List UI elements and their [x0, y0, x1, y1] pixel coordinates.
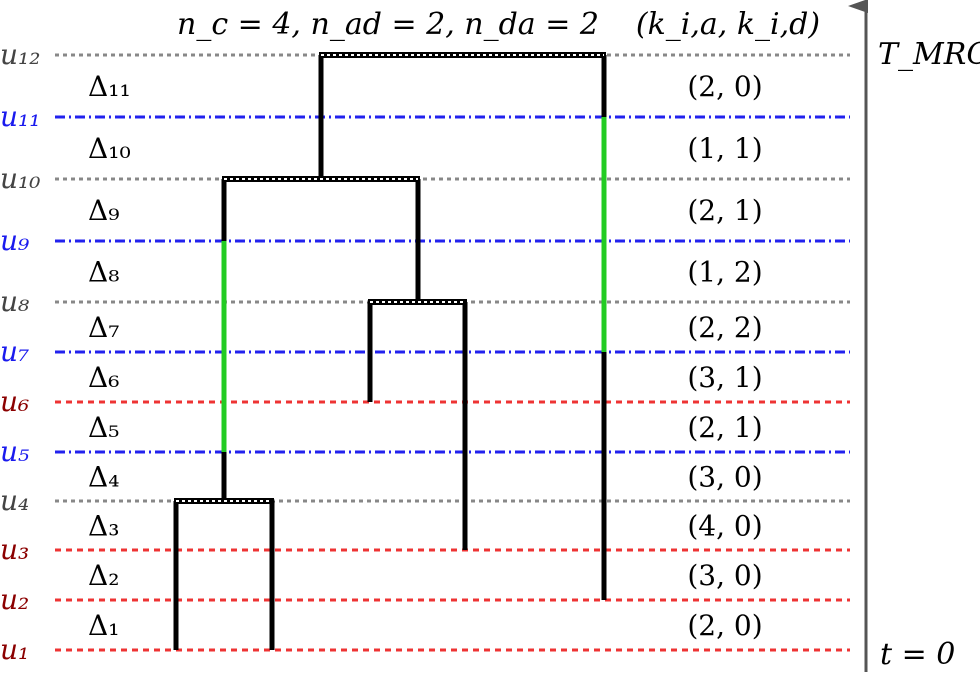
event-label-u11: u₁₁: [0, 100, 40, 133]
interval-pair: (2, 1): [687, 411, 762, 444]
event-label-u4: u₄: [0, 484, 29, 517]
genealogy-tree: [173, 52, 607, 650]
event-label-u7: u₇: [0, 335, 29, 368]
interval-label: Δ₅: [88, 411, 119, 444]
event-label-u5: u₅: [0, 435, 29, 468]
interval-pair: (3, 0): [687, 461, 762, 494]
interval-labels: Δ₁₁ Δ₁₀ Δ₉ Δ₈ Δ₇ Δ₆ Δ₅ Δ₄ Δ₃ Δ₂ Δ₁: [88, 70, 131, 642]
interval-pair: (2, 0): [687, 609, 762, 642]
pair-header: (k_i,a, k_i,d): [636, 7, 820, 42]
event-label-u9: u₉: [0, 224, 30, 257]
interval-label: Δ₁₁: [88, 70, 131, 103]
interval-label: Δ₆: [88, 361, 119, 394]
interval-label: Δ₉: [88, 194, 119, 227]
t-zero-label: t = 0: [880, 637, 955, 672]
interval-pair: (1, 2): [687, 256, 762, 289]
event-label-u12: u₁₂: [0, 38, 40, 71]
event-label-u1: u₁: [0, 633, 29, 666]
interval-label: Δ₂: [88, 559, 119, 592]
interval-label: Δ₈: [88, 256, 119, 289]
interval-pair: (2, 1): [687, 194, 762, 227]
interval-pair: (1, 1): [687, 132, 762, 165]
interval-pair: (3, 1): [687, 361, 762, 394]
event-label-u10: u₁₀: [0, 162, 40, 195]
interval-label: Δ₁: [88, 609, 119, 642]
params-label: n_c = 4, n_ad = 2, n_da = 2: [177, 7, 599, 42]
interval-label: Δ₄: [88, 461, 119, 494]
event-label-u8: u₈: [0, 285, 30, 318]
interval-pair: (2, 0): [687, 70, 762, 103]
event-label-u3: u₃: [0, 533, 29, 566]
event-label-u6: u₆: [0, 385, 29, 418]
interval-pair: (2, 2): [687, 311, 762, 344]
interval-label: Δ₇: [88, 311, 119, 344]
interval-label: Δ₃: [88, 510, 119, 543]
pair-labels: (2, 0) (1, 1) (2, 1) (1, 2) (2, 2) (3, 1) (2, …: [687, 70, 762, 642]
event-label-u2: u₂: [0, 583, 29, 616]
interval-label: Δ₁₀: [88, 132, 131, 165]
interval-pair: (3, 0): [687, 559, 762, 592]
interval-pair: (4, 0): [687, 510, 762, 543]
tmrca-label: T_MRCA: [878, 37, 980, 72]
event-labels: u₁₂ u₁₁ u₁₀ u₉ u₈ u₇ u₆ u₅ u₄ u₃ u₂ u₁: [0, 38, 40, 666]
event-lines: [55, 53, 850, 652]
